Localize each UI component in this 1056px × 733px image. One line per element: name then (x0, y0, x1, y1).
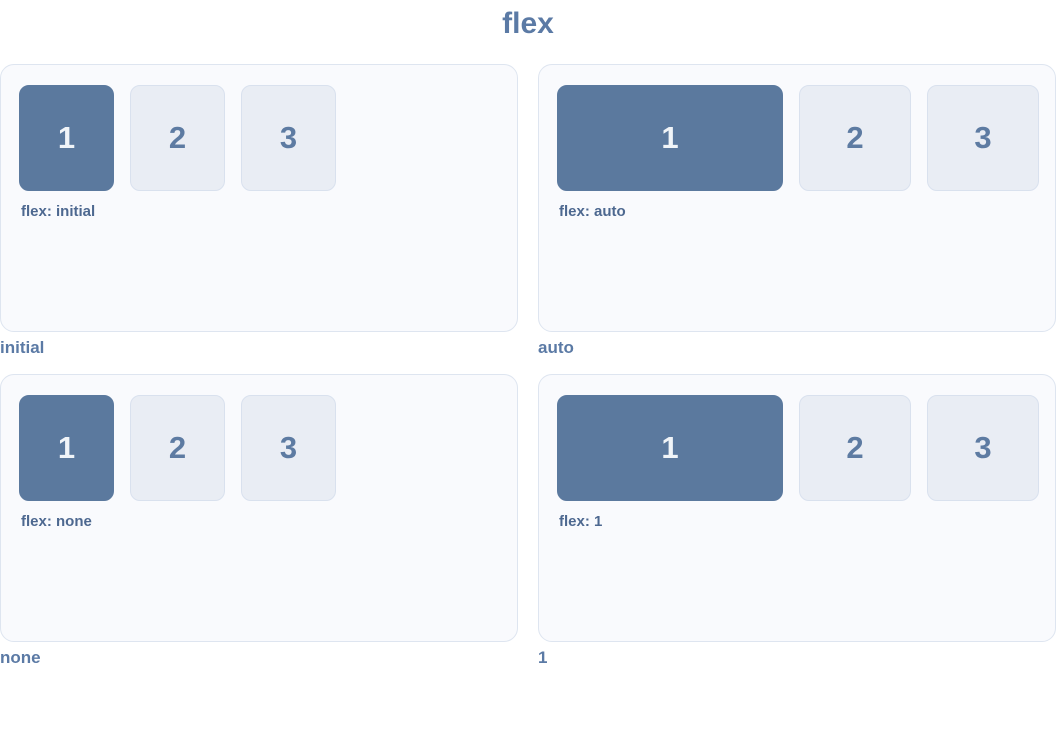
demo-card-auto: 1 2 3 flex: auto (538, 64, 1056, 332)
flex-rule-label: flex: 1 (559, 513, 603, 530)
flex-item-3: 3 (241, 395, 336, 501)
demo-caption: none (0, 648, 41, 667)
flex-item-1: 1 (19, 395, 114, 501)
demo-card-1: 1 2 3 flex: 1 (538, 374, 1056, 642)
flex-item-1: 1 (19, 85, 114, 191)
flex-item-2: 2 (799, 395, 911, 501)
demo-caption: auto (538, 338, 574, 357)
flex-track: 1 2 3 (557, 395, 1039, 501)
flex-rule-label: flex: none (21, 513, 92, 530)
flex-track: 1 2 3 (19, 85, 501, 191)
flex-item-2: 2 (799, 85, 911, 191)
flex-track: 1 2 3 (19, 395, 501, 501)
demo-caption: initial (0, 338, 45, 357)
demo-card-none: 1 2 3 flex: none (0, 374, 518, 642)
flex-rule-label: flex: initial (21, 203, 96, 220)
demo-card-initial: 1 2 3 flex: initial (0, 64, 518, 332)
demo-grid: 1 2 3 flex: initial initial 1 2 3 flex: … (0, 64, 1056, 668)
demo-cell-1: 1 2 3 flex: 1 1 (538, 374, 1056, 668)
page-title: flex (502, 7, 554, 40)
flex-item-3: 3 (927, 85, 1039, 191)
flex-item-2: 2 (130, 85, 225, 191)
flex-item-1: 1 (557, 395, 783, 501)
flex-item-2: 2 (130, 395, 225, 501)
demo-cell-none: 1 2 3 flex: none none (0, 374, 518, 668)
flex-item-1: 1 (557, 85, 783, 191)
flex-track: 1 2 3 (557, 85, 1039, 191)
flex-item-3: 3 (927, 395, 1039, 501)
demo-cell-initial: 1 2 3 flex: initial initial (0, 64, 518, 358)
flex-rule-label: flex: auto (559, 203, 626, 220)
demo-cell-auto: 1 2 3 flex: auto auto (538, 64, 1056, 358)
demo-caption: 1 (538, 648, 548, 667)
flex-item-3: 3 (241, 85, 336, 191)
